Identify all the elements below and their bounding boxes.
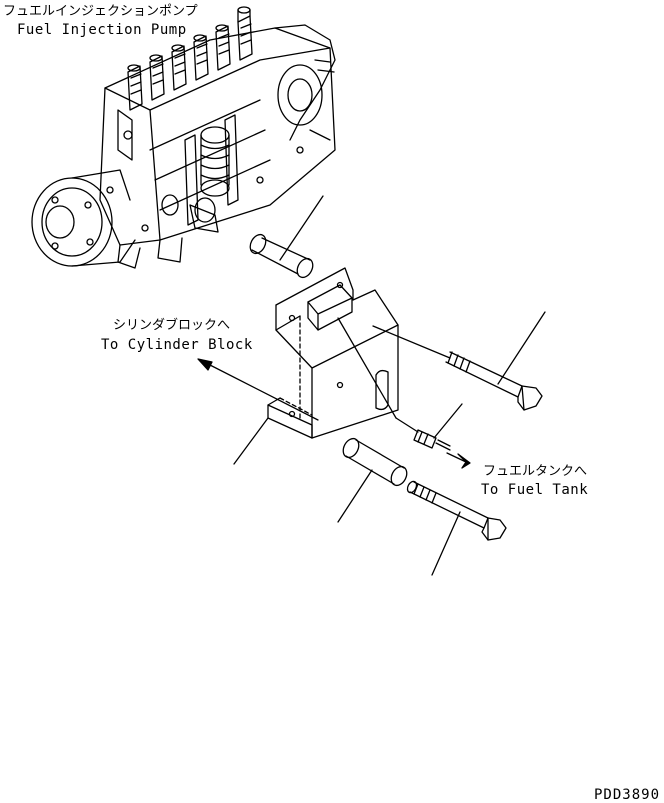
fuel-tank-label-en: To Fuel Tank [481, 482, 589, 498]
fuel-line [198, 318, 470, 468]
bolt-lower [406, 480, 506, 575]
cylinder-block-label-en: To Cylinder Block [101, 337, 253, 353]
fuel-injection-pump [32, 7, 335, 268]
fuel-tank-label-jp: フュエルタンクへ [483, 464, 588, 479]
spacer-lower [338, 436, 410, 522]
pump-label-en: Fuel Injection Pump [17, 22, 187, 38]
cylinder-block-label-jp: シリンダブロックへ [113, 318, 231, 333]
leader-bracket [234, 418, 268, 464]
bolt-upper [373, 312, 545, 410]
pump-label-jp: フュエルインジェクションポンプ [3, 4, 198, 19]
bracket [268, 268, 398, 438]
spacer-upper [247, 196, 323, 280]
drawing-code: PDD3890 [594, 787, 661, 803]
